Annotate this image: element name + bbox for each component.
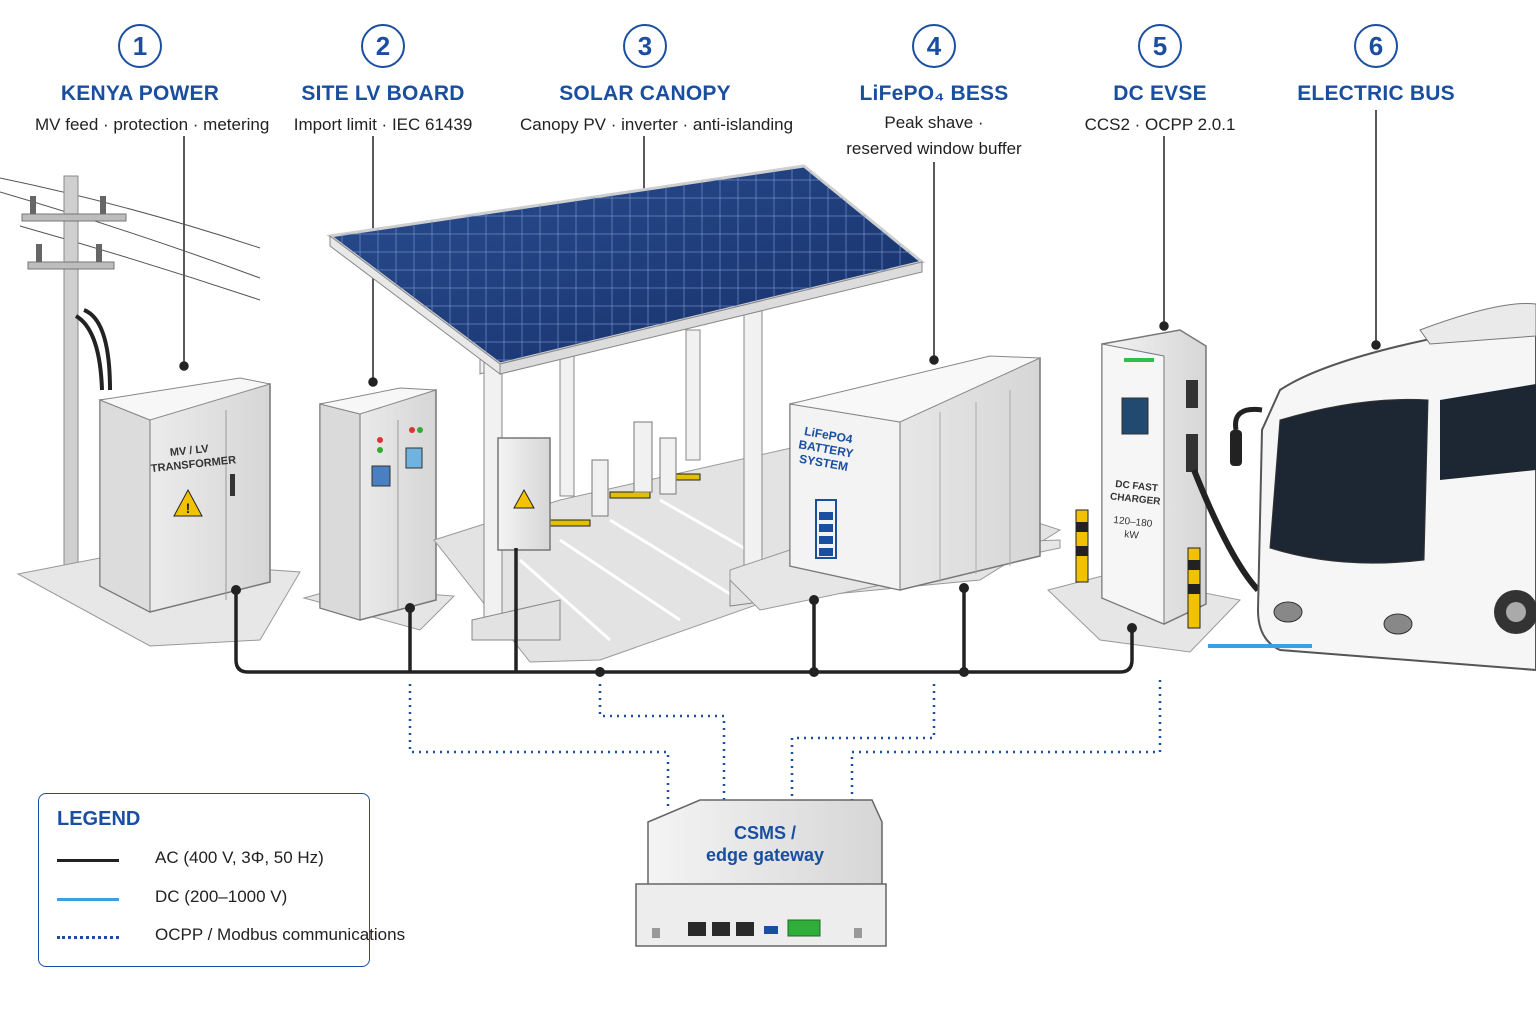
stage-description: Peak shave ·: [884, 113, 984, 132]
stage-number: 6: [1354, 24, 1398, 68]
stage-title: SOLAR CANOPY: [559, 82, 731, 105]
solar-canopy: [326, 164, 926, 641]
edge-gateway: [635, 799, 887, 947]
gateway-label: CSMS / edge gateway: [690, 822, 840, 866]
stage-electric-bus: 6 ELECTRIC BUS: [1296, 24, 1456, 106]
stage-number: 5: [1138, 24, 1182, 68]
utility-pole: [0, 175, 261, 597]
dc-charger: [1047, 329, 1261, 653]
charger-label: DC FAST CHARGER 120–180 kW: [1103, 477, 1165, 545]
legend-label: AC (400 V, 3Φ, 50 Hz): [155, 848, 324, 867]
stage-description: Canopy PV · inverter · anti-islanding: [520, 115, 794, 134]
gateway-label-line-1: CSMS /: [733, 823, 796, 843]
legend-label: OCPP / Modbus communications: [155, 925, 406, 944]
stage-title: SITE LV BOARD: [301, 82, 465, 105]
stage-solar-canopy: 3 SOLAR CANOPY Canopy PV · inverter · an…: [520, 24, 794, 138]
stage-title: KENYA POWER: [60, 82, 220, 105]
stage-number: 2: [361, 24, 405, 68]
dc-line-swatch: [57, 898, 119, 901]
gateway-label-line-2: edge gateway: [705, 845, 825, 865]
stage-description: MV feed · protection · metering: [35, 115, 270, 134]
stage-bess: 4 LiFePO₄ BESS Peak shave · reserved win…: [834, 24, 1034, 162]
comm-lines: [408, 680, 1162, 810]
transformer: !: [16, 377, 301, 647]
stage-number: 1: [118, 24, 162, 68]
stage-number: 3: [623, 24, 667, 68]
stage-site-lv-board: 2 SITE LV BOARD Import limit · IEC 61439: [283, 24, 483, 138]
legend-item-dc: DC (200–1000 V): [57, 887, 357, 911]
legend: LEGEND AC (400 V, 3Φ, 50 Hz) DC (200–100…: [38, 793, 405, 967]
svg-text:!: !: [186, 500, 191, 516]
stage-title: LiFePO₄ BESS: [859, 82, 1009, 105]
legend-label: DC (200–1000 V): [155, 887, 288, 906]
legend-title: LEGEND: [57, 808, 141, 830]
stage-title: ELECTRIC BUS: [1297, 82, 1455, 105]
electric-bus: [1230, 303, 1536, 672]
ac-lines: [234, 548, 1134, 674]
legend-item-comm: OCPP / Modbus communications: [57, 925, 405, 949]
stage-description-2: reserved window buffer: [846, 139, 1022, 158]
stage-title: DC EVSE: [1113, 82, 1207, 105]
stage-dc-evse: 5 DC EVSE CCS2 · OCPP 2.0.1: [1080, 24, 1240, 138]
lv-board: [302, 387, 456, 631]
stage-number: 4: [912, 24, 956, 68]
comm-line-swatch: [57, 936, 119, 939]
ac-line-swatch: [57, 859, 119, 862]
stage-description: CCS2 · OCPP 2.0.1: [1084, 115, 1236, 134]
stage-description: Import limit · IEC 61439: [293, 115, 473, 134]
bess: [729, 355, 1061, 611]
legend-item-ac: AC (400 V, 3Φ, 50 Hz): [57, 848, 357, 872]
stage-kenya-power: 1 KENYA POWER MV feed · protection · met…: [35, 24, 270, 138]
